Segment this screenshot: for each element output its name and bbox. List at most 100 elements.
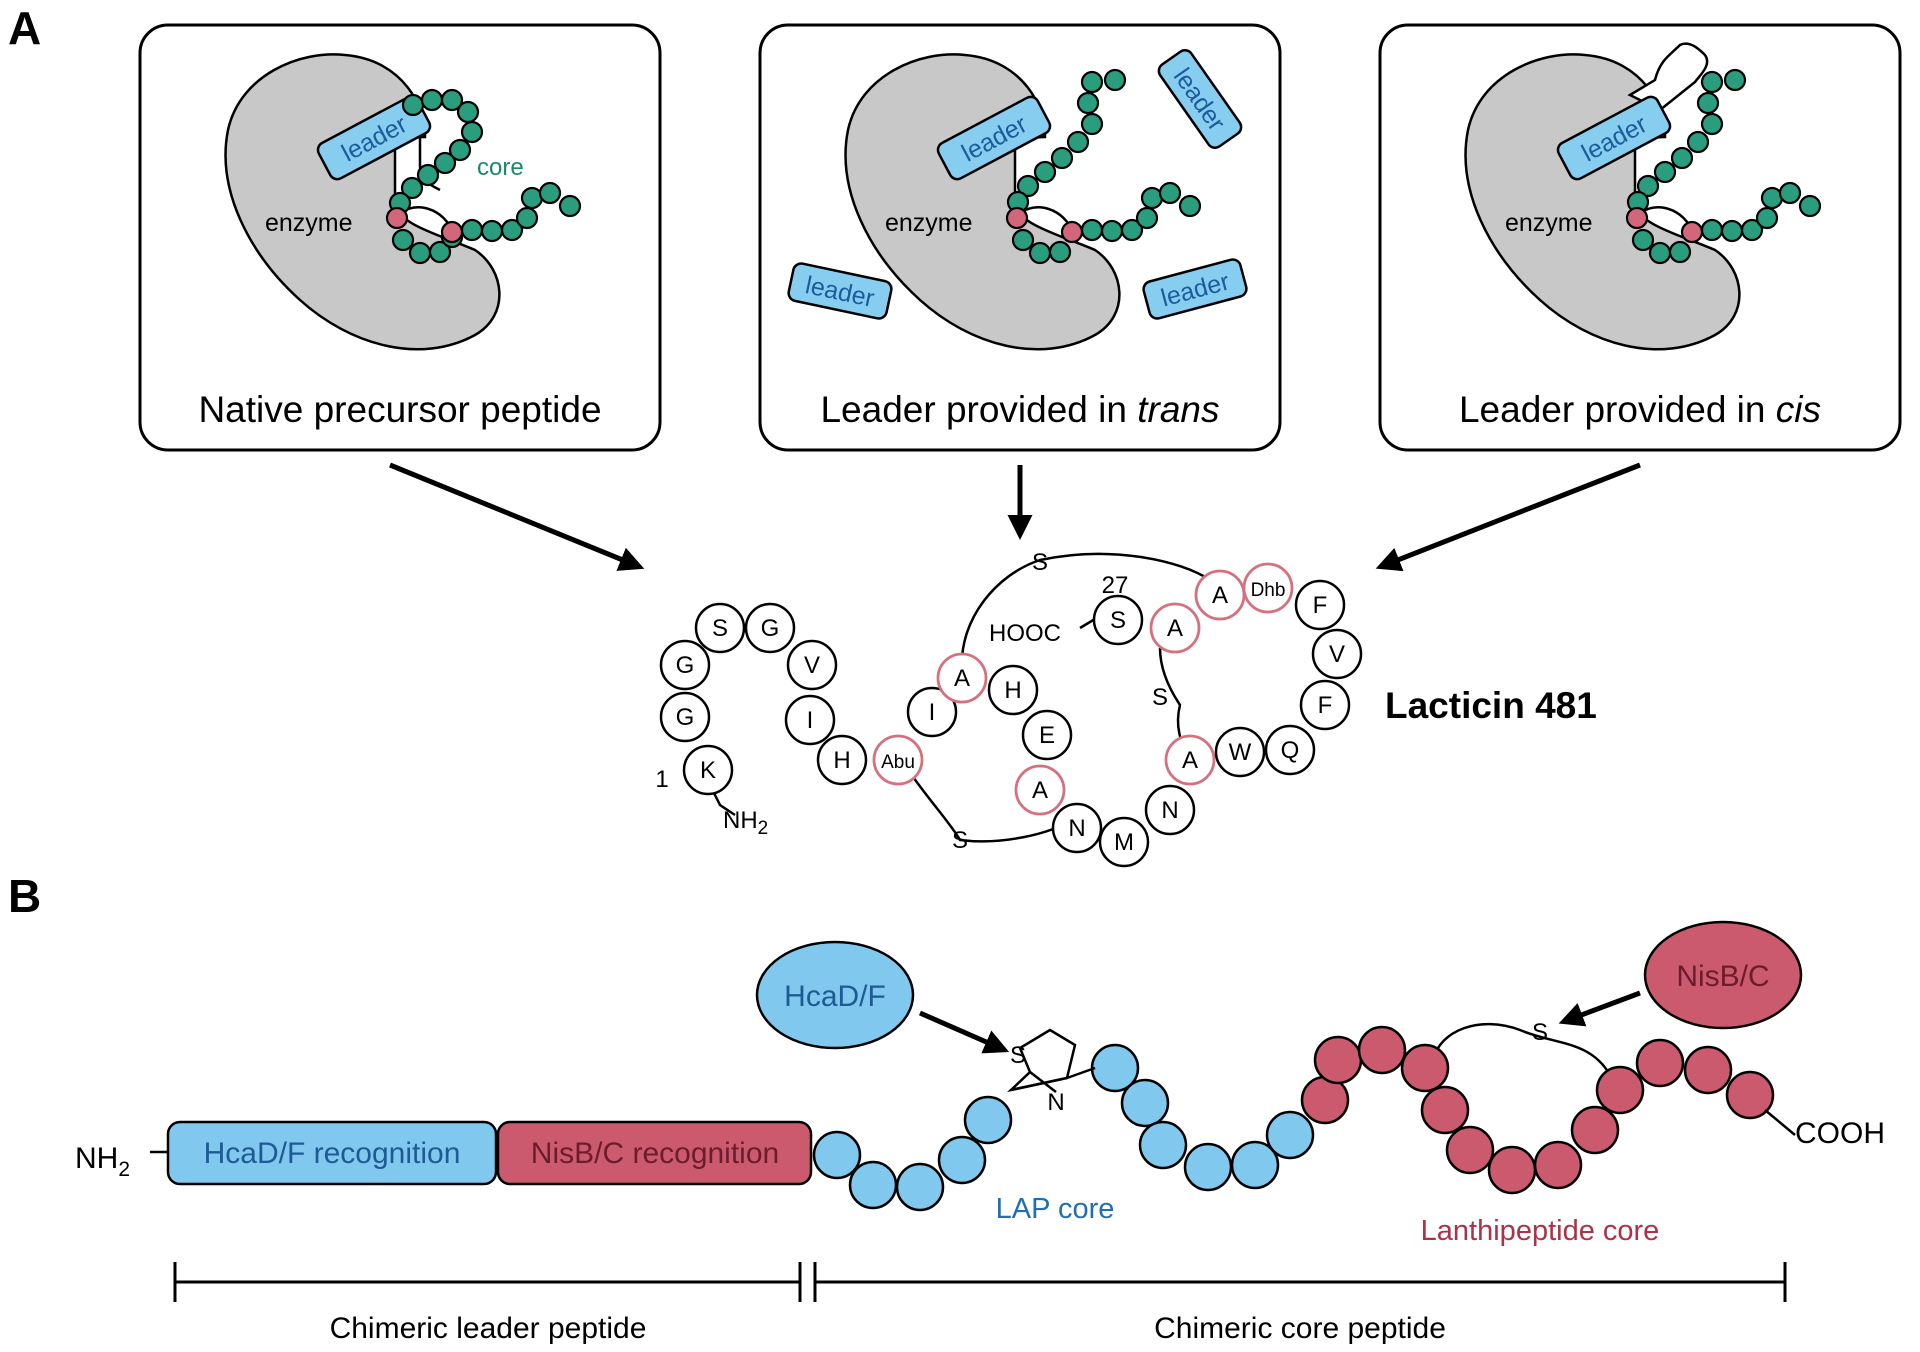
residue-label: S bbox=[1110, 607, 1126, 634]
panel-b-label: B bbox=[8, 870, 41, 922]
nisb-enzyme-label: NisB/C bbox=[1676, 960, 1769, 993]
residue-label: A bbox=[954, 665, 970, 692]
arrow-native bbox=[389, 462, 645, 571]
caption-native: Native precursor peptide bbox=[198, 389, 601, 430]
leader-box-free bbox=[1157, 49, 1243, 149]
residue-circle bbox=[1092, 594, 1144, 646]
residue-circle bbox=[784, 694, 836, 746]
residue-circle bbox=[816, 734, 868, 786]
residue-circle bbox=[1144, 784, 1196, 836]
leader-box-free bbox=[787, 262, 893, 320]
panel-a-box-trans: leader leader leader leader enzyme Leade… bbox=[758, 23, 1282, 452]
nisb-enzyme bbox=[1643, 920, 1803, 1030]
residue-circle bbox=[1164, 734, 1216, 786]
thiazoline-n: N bbox=[1047, 1089, 1064, 1116]
leader-box-free bbox=[1142, 258, 1248, 320]
leader-box bbox=[936, 95, 1052, 181]
core-chain-trans bbox=[1005, 68, 1202, 265]
lap-core-label: LAP core bbox=[996, 1193, 1115, 1225]
residue-label: I bbox=[929, 699, 936, 726]
residue-circle bbox=[744, 602, 796, 654]
thiazoline-s: S bbox=[1010, 1042, 1026, 1069]
core-label: core bbox=[477, 154, 524, 181]
residue-circle bbox=[987, 664, 1039, 716]
residue-label: E bbox=[1039, 722, 1055, 749]
residue-label: H bbox=[833, 747, 850, 774]
tethered-connector bbox=[1627, 42, 1709, 112]
residue-label: N bbox=[1068, 815, 1085, 842]
residue-circle bbox=[786, 639, 838, 691]
arrow-hcad bbox=[918, 1010, 1010, 1054]
core-chain-cis bbox=[1625, 68, 1822, 265]
lap-core-chain bbox=[812, 1043, 1315, 1212]
arrow-nisb bbox=[1558, 990, 1641, 1027]
residue-circle bbox=[1214, 726, 1266, 778]
residue-label: A bbox=[1212, 582, 1228, 609]
hcad-enzyme bbox=[755, 940, 915, 1050]
residue-label: V bbox=[1329, 641, 1345, 668]
residue-label: A bbox=[1167, 615, 1183, 642]
n-terminus: NH2 bbox=[723, 807, 768, 839]
bridge-s: S bbox=[1532, 1019, 1548, 1046]
residue-circle bbox=[1264, 724, 1316, 776]
residue-label: M bbox=[1114, 829, 1134, 856]
residue-circle bbox=[1149, 602, 1201, 654]
residue-label: G bbox=[676, 704, 695, 731]
lacticin-title: Lacticin 481 bbox=[1385, 685, 1597, 726]
start-number: 1 bbox=[655, 766, 668, 793]
residue-label: I bbox=[807, 707, 814, 734]
nisb-recognition-label: NisB/C recognition bbox=[531, 1137, 779, 1170]
residue-label: N bbox=[1161, 797, 1178, 824]
residue-label: H bbox=[1004, 677, 1021, 704]
residue-circle bbox=[1014, 764, 1066, 816]
nisb-recognition-box bbox=[496, 1120, 813, 1186]
leader-bracket-label: Chimeric leader peptide bbox=[330, 1312, 647, 1345]
residue-circle bbox=[1311, 628, 1363, 680]
panel-a-box-native: leader enzyme core Native precursor pept… bbox=[138, 23, 662, 452]
bridge-s: S bbox=[952, 827, 968, 854]
arrow-cis bbox=[1375, 462, 1641, 572]
c-terminus: HOOC bbox=[989, 620, 1061, 647]
residue-label: V bbox=[804, 652, 820, 679]
end-number: 27 bbox=[1102, 572, 1129, 599]
enzyme-label: enzyme bbox=[265, 209, 353, 237]
residue-circle bbox=[1294, 579, 1346, 631]
residue-label: W bbox=[1229, 739, 1252, 766]
residue-label: K bbox=[700, 757, 716, 784]
residue-label: Dhb bbox=[1251, 580, 1286, 601]
enzyme-label: enzyme bbox=[885, 209, 973, 237]
hcad-enzyme-label: HcaD/F bbox=[784, 980, 886, 1013]
residue-circle bbox=[1051, 802, 1103, 854]
residue-label: F bbox=[1313, 592, 1328, 619]
residue-circle bbox=[872, 734, 924, 786]
lanthipeptide-core-chain: S bbox=[1300, 1019, 1775, 1195]
residue-label: Abu bbox=[881, 752, 915, 773]
residue-label: Q bbox=[1281, 737, 1300, 764]
residue-circle bbox=[682, 744, 734, 796]
residue-label: S bbox=[712, 615, 728, 642]
panel-a-label: A bbox=[8, 2, 41, 54]
hcad-recognition-label: HcaD/F recognition bbox=[204, 1137, 461, 1170]
residue-label: A bbox=[1182, 747, 1198, 774]
thiazoline-ring: S N bbox=[1006, 1028, 1096, 1116]
panel-a-box-cis: leader enzyme Leader provided in cis bbox=[1378, 23, 1902, 452]
caption-trans: Leader provided in trans bbox=[820, 389, 1219, 430]
residue-circle bbox=[1299, 679, 1351, 731]
residue-label: A bbox=[1032, 777, 1048, 804]
core-bracket bbox=[813, 1262, 1787, 1302]
residue-circle bbox=[1098, 816, 1150, 868]
leader-box bbox=[316, 95, 432, 181]
residue-label: F bbox=[1318, 692, 1333, 719]
lanthipeptide-core-label: Lanthipeptide core bbox=[1421, 1215, 1660, 1247]
bridge-s: S bbox=[1032, 549, 1048, 576]
residue-circle bbox=[694, 602, 746, 654]
residue-circle bbox=[906, 686, 958, 738]
bridge-s: S bbox=[1152, 684, 1168, 711]
residue-label: G bbox=[761, 615, 780, 642]
core-chain-native bbox=[385, 88, 582, 265]
leader-bracket bbox=[173, 1262, 802, 1302]
residue-circle bbox=[659, 691, 711, 743]
hcad-recognition-box bbox=[166, 1120, 498, 1186]
